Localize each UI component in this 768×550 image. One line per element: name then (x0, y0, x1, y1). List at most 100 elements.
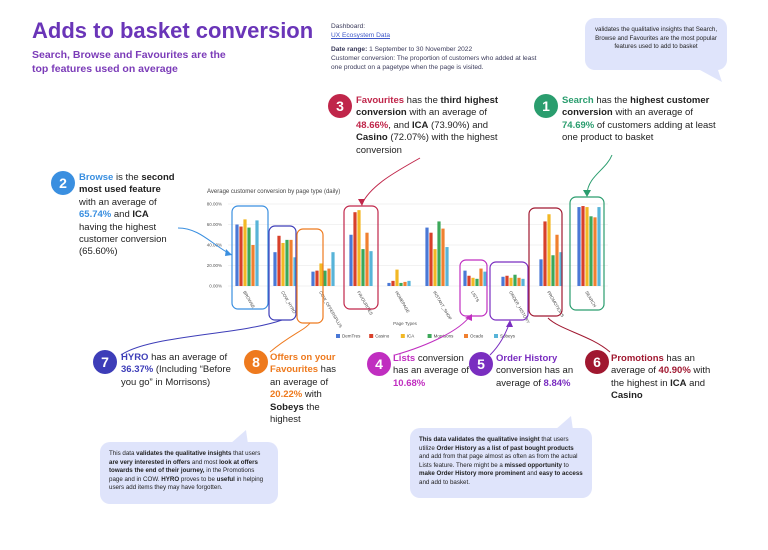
insight-bubble-top: validates the qualitative insights that … (585, 18, 727, 70)
legend-swatch (369, 334, 374, 338)
y-tick-label: 80.00% (207, 202, 222, 207)
bar-order_history-ocado (517, 277, 521, 286)
bar-cow_hyro-demtres (273, 252, 277, 286)
highlight-order-history (489, 261, 529, 321)
bar-cow_hyro-casino (277, 235, 281, 286)
bar-favourites-demtres (349, 234, 353, 286)
br-m2: and add from that page almost as often a… (419, 453, 578, 469)
a1-t2: with an average of (612, 107, 693, 119)
annotation-2-text: Browse is the second most used feature w… (79, 172, 179, 259)
bl-m5: in helping users add items they may have… (109, 475, 264, 492)
page-title: Adds to basket conversion (32, 18, 314, 43)
br-m4: and (525, 470, 540, 478)
bubble-left-tail (230, 430, 248, 444)
chart-title: Average customer conversion by page type… (207, 189, 340, 195)
legend-swatch (400, 334, 405, 338)
a7-t1: has an average of (148, 352, 228, 363)
a6-t2: with the highest in (611, 365, 711, 389)
bar-browse-ica (243, 219, 247, 286)
annotation-6-badge: 6 (585, 350, 609, 374)
bar-cow_offersplus-ocado (327, 268, 331, 286)
a4-val: 10.68% (393, 377, 426, 389)
annotation-8-badge: 8 (244, 350, 268, 374)
bar-browse-ocado (251, 245, 255, 286)
bar-lists-ica (471, 277, 475, 286)
a3-val: 48.66% (356, 119, 389, 131)
bar-homepage-sobeys (407, 280, 411, 286)
a6-b1: ICA (670, 377, 687, 389)
bar-cow_offersplus-morrisons (323, 270, 327, 286)
bar-order_history-demtres (501, 276, 505, 286)
bar-cow_offersplus-demtres (311, 271, 315, 286)
y-tick-label: 20.00% (207, 263, 222, 268)
conversion-definition: Customer conversion: The proportion of c… (331, 55, 537, 71)
bar-order_history-morrisons (513, 274, 517, 286)
a1-t1: has the (593, 95, 631, 106)
legend-swatch (336, 334, 340, 338)
bar-instant_shop-ocado (441, 228, 445, 286)
annotation-4-badge: 4 (367, 352, 391, 376)
bubble-top-tail (700, 70, 722, 82)
highlight-cow-offersplus (296, 228, 324, 324)
a7-name: HYRO (121, 352, 149, 363)
connector-7 (120, 319, 283, 356)
bar-browse-demtres (235, 224, 239, 286)
bar-browse-morrisons (247, 227, 251, 286)
bar-homepage-ocado (403, 281, 407, 286)
annotation-7-badge: 7 (93, 350, 117, 374)
legend-label: Ocado (470, 334, 484, 339)
br-m1: that users utilize (419, 436, 569, 452)
bar-search-sobeys (597, 207, 601, 286)
bar-cow_hyro-ica (281, 242, 285, 286)
bl-b3: look at offers towards the end of their … (109, 458, 258, 475)
bl-b1: validates the qualitative insights (136, 450, 232, 457)
a3-b3: Casino (356, 132, 388, 144)
a2-t2: with an average of (79, 196, 157, 208)
annotation-5-badge: 5 (469, 352, 493, 376)
bar-search-morrisons (589, 216, 593, 286)
bar-browse-casino (239, 226, 243, 286)
br-b2: Order History as a list of past bought p… (436, 444, 574, 452)
bl-b4: HYRO (161, 475, 180, 483)
highlight-favourites (343, 205, 379, 310)
a5-t1: conversion has an average of (496, 365, 574, 389)
br-b3: missed opportunity (504, 461, 562, 469)
a2-t4: having the highest customer conversion (… (79, 221, 167, 258)
br-b5: easy to access (539, 470, 583, 478)
x-tick-label: FAVOURITES (356, 290, 374, 316)
chart-x-axis-label: Page Types (393, 321, 417, 326)
a8-t2: with (302, 389, 322, 401)
legend-swatch (427, 334, 432, 338)
bar-promotions-demtres (539, 259, 543, 286)
bar-homepage-morrisons (399, 282, 403, 286)
bar-order_history-ica (509, 277, 513, 286)
annotation-3-badge: 3 (328, 94, 352, 118)
y-tick-label: 60.00% (207, 222, 222, 227)
bar-favourites-ica (357, 210, 361, 286)
a3-b2: ICA (412, 119, 429, 131)
bar-instant_shop-sobeys (445, 247, 449, 286)
bar-lists-demtres (463, 270, 467, 286)
highlight-lists (459, 259, 488, 317)
annotation-3-text: Favourites has the third highest convers… (356, 95, 506, 157)
a6-t1: has an average of (611, 353, 695, 377)
bar-homepage-demtres (387, 282, 391, 286)
bar-promotions-ica (547, 214, 551, 286)
bar-lists-ocado (479, 268, 483, 286)
bar-lists-casino (467, 275, 471, 286)
bar-cow_offersplus-casino (315, 270, 319, 286)
dashboard-link[interactable]: UX Ecosystem Data (331, 32, 390, 39)
a1-val: 74.69% (562, 119, 595, 131)
annotation-2-badge: 2 (51, 171, 75, 195)
bl-m2: and most (190, 458, 220, 466)
bar-cow_offersplus-ica (319, 263, 323, 286)
bar-cow_hyro-ocado (289, 239, 293, 286)
a7-val: 36.37% (121, 364, 154, 376)
y-tick-label: 0.00% (209, 284, 222, 289)
a2-t1: is the (113, 172, 142, 183)
bar-search-ocado (593, 217, 597, 286)
a1-name: Search (562, 95, 594, 106)
a6-name: Promotions (611, 353, 664, 364)
a6-val: 40.90% (658, 365, 691, 377)
x-tick-label: SEARCH (584, 290, 597, 308)
